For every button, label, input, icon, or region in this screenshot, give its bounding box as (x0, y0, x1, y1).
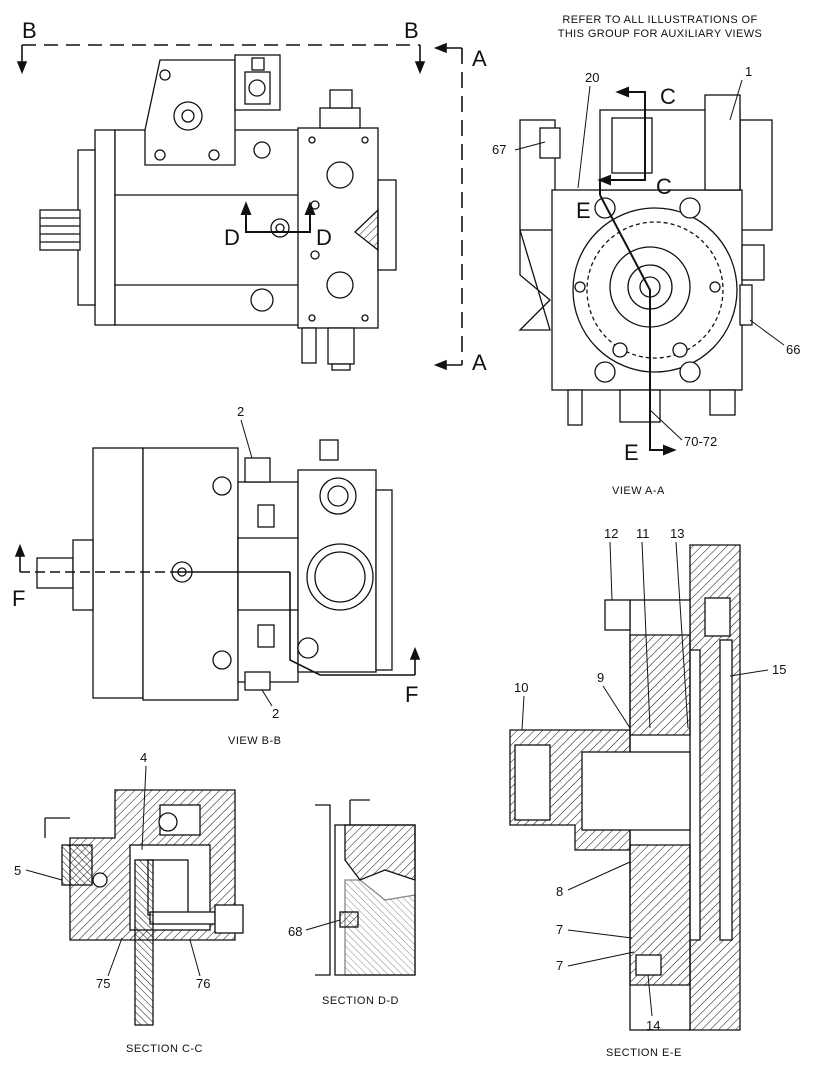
label-f-right: F (405, 682, 418, 707)
callout-7-b: 7 (556, 958, 563, 973)
leaders-view-bb (240, 419, 273, 707)
leaders-view-aa (514, 79, 785, 441)
callout-66: 66 (786, 342, 800, 357)
leader-68 (305, 919, 341, 931)
callout-8: 8 (556, 884, 563, 899)
callout-2-top: 2 (237, 404, 244, 419)
label-b-right: B (404, 18, 419, 43)
section-line-bb (16, 44, 426, 75)
section-line-ff (14, 543, 421, 676)
label-d-left: D (224, 225, 240, 250)
label-section-ee: SECTION E-E (606, 1047, 682, 1059)
leaders-section-cc (25, 765, 201, 977)
view-bb-drawing (36, 439, 393, 701)
section-ee-drawing (509, 544, 741, 1031)
label-c-mid: C (656, 174, 672, 199)
label-f-left: F (12, 586, 25, 611)
callout-4: 4 (140, 750, 147, 765)
callout-67: 67 (492, 142, 506, 157)
callout-14: 14 (646, 1018, 660, 1033)
label-e-bottom: E (624, 440, 639, 465)
callout-1: 1 (745, 64, 752, 79)
label-e-top: E (576, 198, 591, 223)
label-b-left: B (22, 18, 37, 43)
callout-70-72: 70-72 (684, 434, 717, 449)
callout-15: 15 (772, 662, 786, 677)
label-d-right: D (316, 225, 332, 250)
callout-68: 68 (288, 924, 302, 939)
label-view-bb: VIEW B-B (228, 735, 282, 747)
reference-note: REFER TO ALL ILLUSTRATIONS OF THIS GROUP… (520, 13, 800, 41)
callout-75: 75 (96, 976, 110, 991)
label-a-top: A (472, 46, 487, 71)
callout-5: 5 (14, 863, 21, 878)
section-line-cc-ee (597, 86, 677, 456)
main-side-view (39, 54, 397, 371)
label-c-top: C (660, 84, 676, 109)
callout-9: 9 (597, 670, 604, 685)
callout-7-a: 7 (556, 922, 563, 937)
reference-note-line-2: THIS GROUP FOR AUXILIARY VIEWS (557, 28, 763, 40)
leaders-section-ee (521, 541, 769, 1017)
label-view-aa: VIEW A-A (612, 485, 665, 497)
view-aa-drawing (518, 94, 773, 426)
label-section-dd: SECTION D-D (322, 995, 399, 1007)
callout-12: 12 (604, 526, 618, 541)
label-a-bottom: A (472, 350, 487, 375)
callout-76: 76 (196, 976, 210, 991)
section-line-aa (433, 42, 463, 371)
section-cc-drawing (44, 789, 244, 1026)
callout-10: 10 (514, 680, 528, 695)
section-dd-drawing (315, 799, 416, 976)
callout-2-bottom: 2 (272, 706, 279, 721)
label-section-cc: SECTION C-C (126, 1043, 203, 1055)
callout-20: 20 (585, 70, 599, 85)
callout-13: 13 (670, 526, 684, 541)
reference-note-line-1: REFER TO ALL ILLUSTRATIONS OF (562, 14, 758, 26)
section-line-dd (240, 201, 316, 233)
callout-11: 11 (636, 526, 650, 541)
